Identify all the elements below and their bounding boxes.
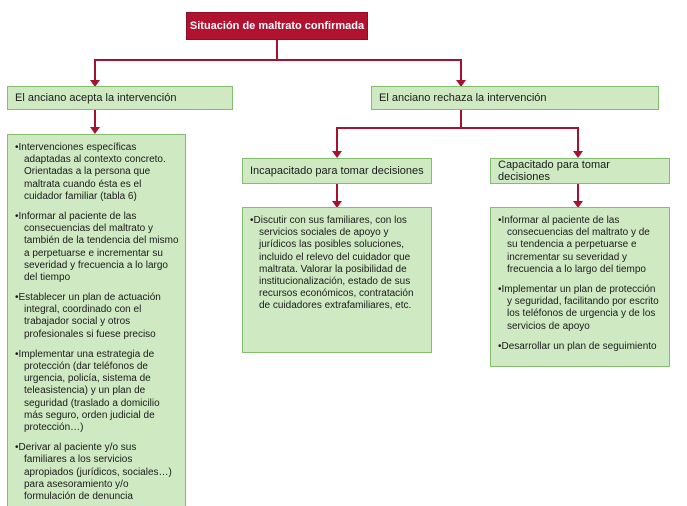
node-incapacitado-decisiones: Incapacitado para tomar decisiones	[242, 158, 432, 184]
action-item: Intervenciones específicas adaptadas al …	[15, 142, 179, 203]
action-item: Informar al paciente de las consecuencia…	[498, 215, 663, 276]
action-item: Establecer un plan de actuación integral…	[15, 292, 179, 341]
connector-reject-stem	[460, 110, 462, 127]
connector-accept-actions-stem	[94, 110, 96, 127]
node-acepta-intervencion: El anciano acepta la intervención	[7, 86, 233, 110]
node-label: Incapacitado para tomar decisiones	[250, 165, 424, 177]
connector-incapacitated-actions-stem	[336, 184, 338, 201]
arrowhead-capacitated-actions-icon	[573, 201, 583, 208]
action-item: Implementar una estrategia de protección…	[15, 349, 179, 434]
arrowhead-incapacitated-actions-icon	[332, 201, 342, 208]
node-incapacitated-actions: Discutir con sus familiares, con los ser…	[242, 207, 432, 353]
action-item: Derivar al paciente y/o sus familiares a…	[15, 442, 179, 503]
action-item: Implementar un plan de protección y segu…	[498, 284, 663, 333]
connector-accept-drop	[94, 59, 96, 80]
arrowhead-reject-icon	[456, 80, 466, 87]
connector-level2-horizontal	[336, 127, 579, 129]
capacitated-actions-list: Informar al paciente de las consecuencia…	[498, 215, 663, 353]
action-item: Desarrollar un plan de seguimiento	[498, 341, 663, 353]
connector-root-stem	[276, 40, 278, 59]
node-label: Capacitado para tomar decisiones	[498, 159, 610, 183]
connector-level1-horizontal	[94, 59, 462, 61]
connector-capacitated-drop	[577, 127, 579, 151]
node-rechaza-intervencion: El anciano rechaza la intervención	[371, 86, 659, 110]
node-accept-actions: Intervenciones específicas adaptadas al …	[7, 134, 186, 506]
node-capacitated-actions: Informar al paciente de las consecuencia…	[490, 207, 670, 367]
node-label: El anciano acepta la intervención	[15, 92, 177, 104]
connector-reject-drop	[460, 59, 462, 80]
connector-capacitated-actions-stem	[577, 184, 579, 201]
accept-actions-list: Intervenciones específicas adaptadas al …	[15, 142, 179, 503]
action-item: Informar al paciente de las consecuencia…	[15, 211, 179, 284]
root-node-situacion-maltrato-confirmada: Situación de maltrato confirmada	[186, 12, 368, 40]
action-item: Discutir con sus familiares, con los ser…	[250, 215, 425, 313]
node-capacitado-decisiones: Capacitado para tomar decisiones	[490, 158, 670, 184]
arrowhead-incapacitated-icon	[332, 151, 342, 158]
node-label: El anciano rechaza la intervención	[379, 92, 547, 104]
arrowhead-accept-icon	[90, 80, 100, 87]
arrowhead-accept-actions-icon	[90, 127, 100, 134]
incapacitated-actions-list: Discutir con sus familiares, con los ser…	[250, 215, 425, 313]
connector-incapacitated-drop	[336, 127, 338, 151]
arrowhead-capacitated-icon	[573, 151, 583, 158]
